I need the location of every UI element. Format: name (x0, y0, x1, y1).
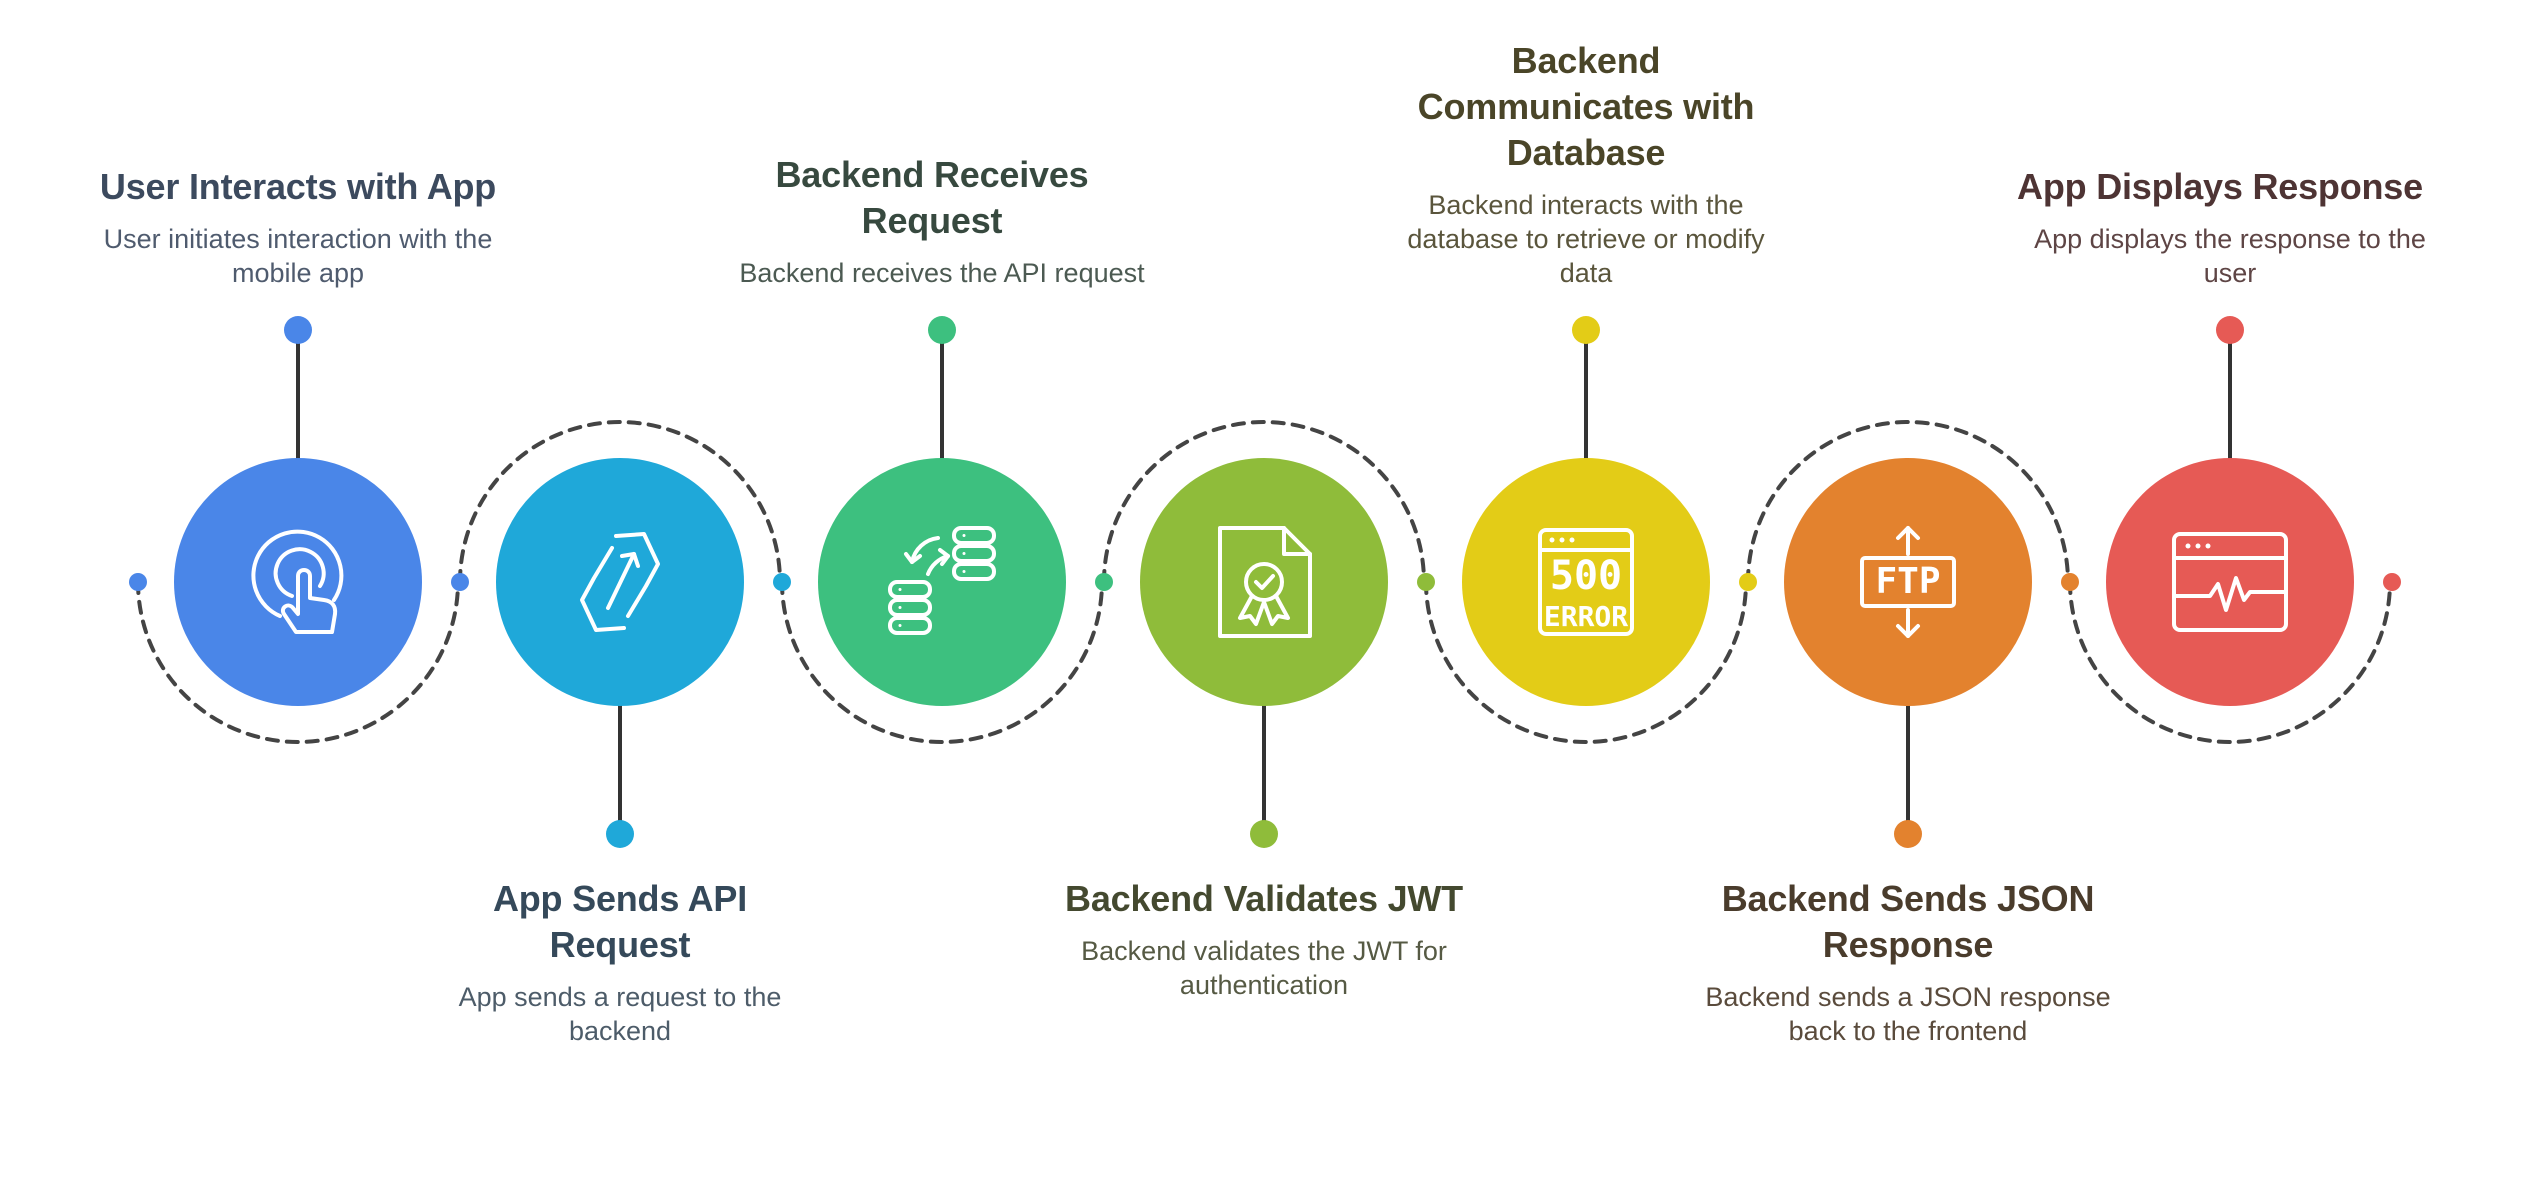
stem-dot (928, 316, 956, 344)
step-circle (1140, 458, 1388, 706)
ftp-icon: FTP (1860, 526, 1956, 638)
step-title: App Displays Response (2017, 166, 2423, 207)
path-dot (1417, 573, 1435, 591)
stem-dot (1250, 820, 1278, 848)
dashed-arc (780, 580, 1104, 744)
path-dot (2061, 573, 2079, 591)
step-description: App sends a request to the backend (458, 982, 782, 1046)
dashed-arc (136, 580, 460, 744)
step-description: Backend interacts with the database to r… (1407, 190, 1765, 288)
step-description: Backend receives the API request (739, 258, 1145, 288)
step-title: App Sends API Request (492, 878, 748, 965)
dashed-arc (1746, 420, 2070, 584)
step-description: Backend validates the JWT for authentica… (1081, 936, 1447, 1000)
dashed-arc (2068, 580, 2392, 744)
stem-dot (606, 820, 634, 848)
stem-dot (284, 316, 312, 344)
dashed-arc (458, 420, 782, 584)
path-dot (773, 573, 791, 591)
data-transfer-icon (888, 526, 996, 635)
path-dot (1095, 573, 1113, 591)
step-title: Backend Receives Request (775, 154, 1089, 241)
path-dot (2383, 573, 2401, 591)
dashed-arc (1102, 420, 1426, 584)
hand-tap-icon (251, 529, 344, 634)
icon-text: ERROR (1544, 600, 1628, 633)
step-description: App displays the response to the user (2034, 224, 2426, 288)
path-dot (1739, 573, 1757, 591)
stem-dot (1894, 820, 1922, 848)
path-dot (129, 573, 147, 591)
step-title: Backend Sends JSON Response (1721, 878, 2095, 965)
icon-text: 500 (1550, 553, 1622, 599)
dashed-arc (1424, 580, 1748, 744)
connector-dots (129, 573, 2401, 591)
certificate-icon (1218, 526, 1312, 638)
step-circles (174, 458, 2354, 706)
step-title: Backend Validates JWT (1065, 878, 1463, 919)
step-label: Backend Validates JWT Backend validates t… (1064, 876, 1464, 1002)
step-circle (818, 458, 1066, 706)
step-circle (1784, 458, 2032, 706)
path-dot (451, 573, 469, 591)
step-title: User Interacts with App (99, 166, 497, 207)
icon-text: FTP (1875, 561, 1940, 602)
step-description: Backend sends a JSON response back to th… (1705, 982, 2111, 1046)
monitor-wave-icon (2172, 532, 2288, 632)
step-title: Backend Communicates with Database (1417, 40, 1755, 173)
stem-dot (1572, 316, 1600, 344)
link-arrow-icon (580, 532, 660, 632)
dashed-connector-path (136, 420, 2392, 744)
stem-dot (2216, 316, 2244, 344)
step-circle (2106, 458, 2354, 706)
step-description: User initiates interaction with the mobi… (103, 224, 493, 288)
step-circle (1462, 458, 1710, 706)
